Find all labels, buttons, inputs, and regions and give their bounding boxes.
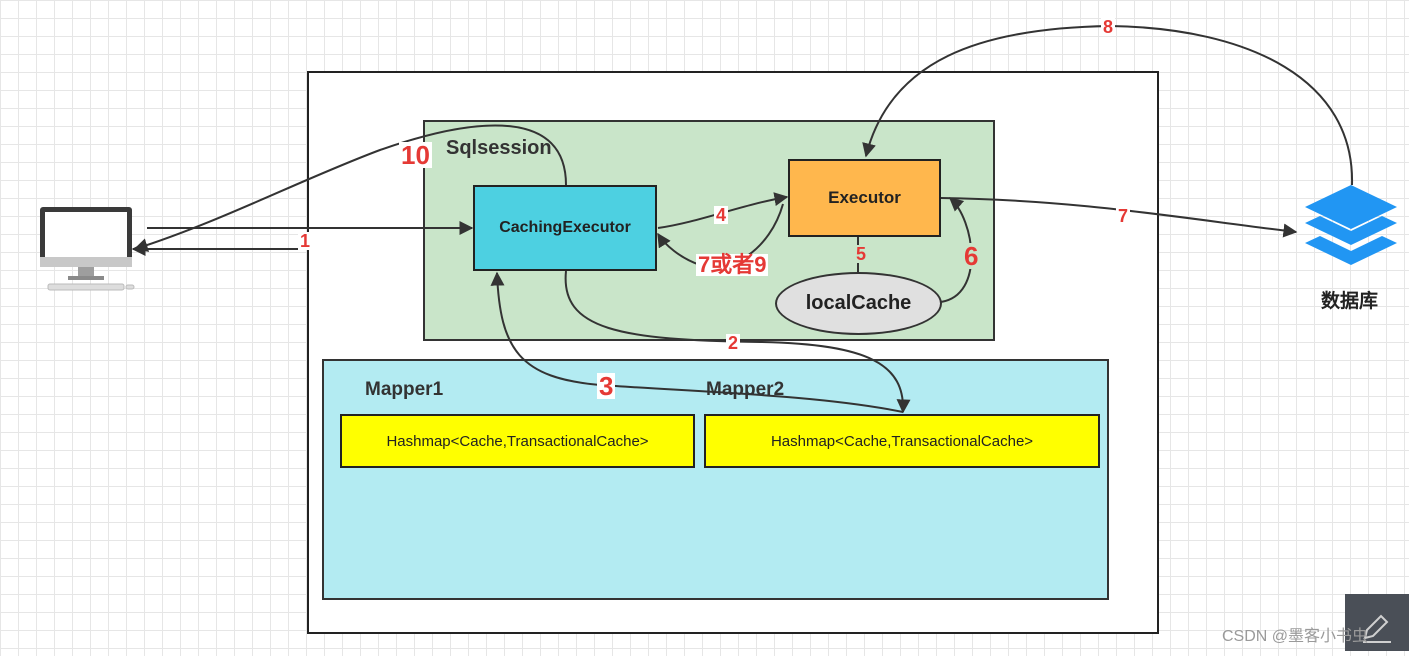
step-6-label: 6 [962, 241, 981, 271]
caching-executor-label: CachingExecutor [499, 219, 631, 236]
database-label: 数据库 [1321, 291, 1379, 312]
step-7or9-label: 7或者9 [696, 252, 769, 277]
watermark: CSDN @墨客小书虫 [1222, 628, 1369, 645]
sqlsession-title: Sqlsession [446, 137, 552, 159]
step-1-label: 1 [298, 231, 313, 251]
step-3-label: 3 [597, 371, 616, 401]
step-8-label: 8 [1101, 17, 1116, 37]
mapper2-hashmap: Hashmap<Cache,TransactionalCache> [704, 414, 1100, 468]
mapper1-hashmap: Hashmap<Cache,TransactionalCache> [340, 414, 695, 468]
step-2-label: 2 [726, 333, 741, 353]
step-10-label: 10 [399, 140, 432, 170]
local-cache-node: localCache [775, 272, 942, 335]
mapper2-hashmap-label: Hashmap<Cache,TransactionalCache> [770, 432, 1034, 450]
executor-node: Executor [788, 159, 941, 237]
step-7-label: 7 [1116, 206, 1131, 226]
edit-button[interactable] [1345, 594, 1409, 651]
mapper1-label: Mapper1 [365, 379, 444, 400]
arrow-8 [862, 24, 1354, 186]
arrow-2 [564, 270, 911, 414]
desktop-computer-icon [40, 207, 135, 291]
arrow-3 [490, 271, 904, 413]
local-cache-label: localCache [805, 292, 912, 314]
executor-label: Executor [828, 188, 901, 207]
caching-executor-node: CachingExecutor [473, 185, 657, 271]
step-4-label: 4 [714, 205, 729, 225]
mapper1-hashmap-label: Hashmap<Cache,TransactionalCache> [386, 432, 649, 450]
arrow-10 [133, 124, 567, 252]
mapper-area [322, 359, 1109, 600]
step-5-label: 5 [854, 244, 869, 264]
database-layers-icon [1305, 185, 1397, 265]
edit-icon [1363, 614, 1391, 643]
